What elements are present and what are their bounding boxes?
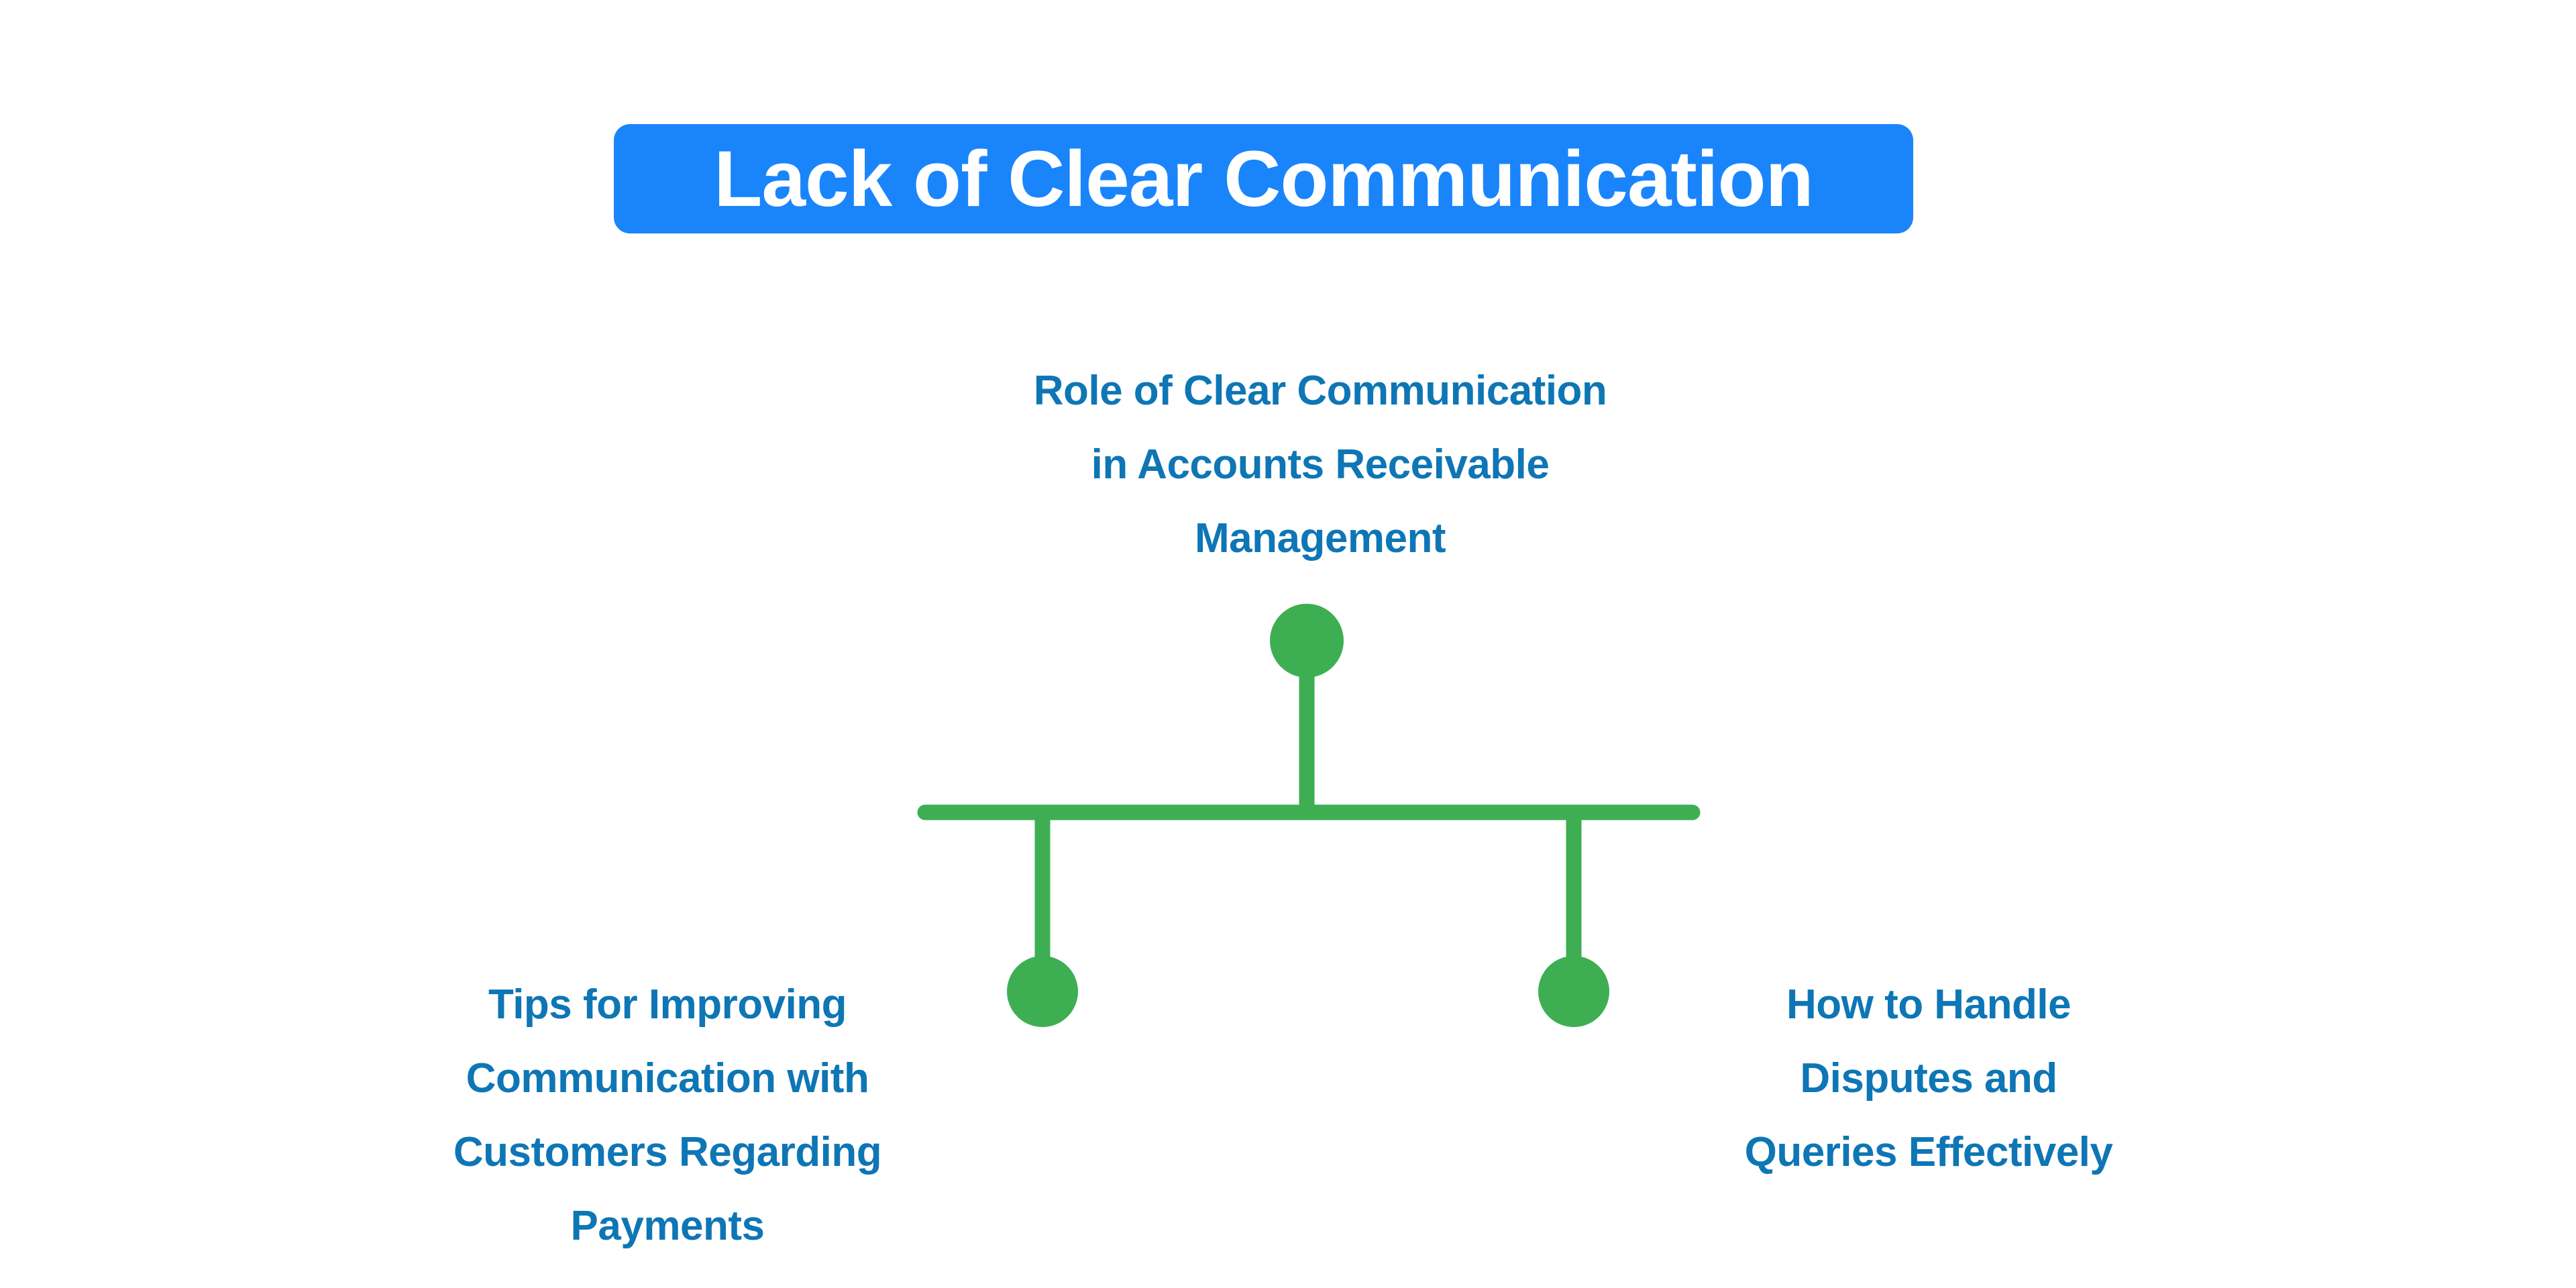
node-label-bottom-left: Tips for Improving Communication with Cu… — [131, 968, 1204, 1263]
node-label-bottom-left-line-1: Tips for Improving — [488, 981, 847, 1028]
node-label-bottom-right-line-1: How to Handle — [1786, 981, 2072, 1028]
node-dot-top[interactable] — [1270, 604, 1344, 678]
node-label-top-line-1: Role of Clear Communication — [1033, 368, 1607, 414]
node-label-bottom-left-line-2: Communication with — [466, 1055, 869, 1102]
page-title: Lack of Clear Communication — [714, 134, 1813, 223]
page-title-banner: Lack of Clear Communication — [614, 124, 1913, 233]
node-label-bottom-right-line-3: Queries Effectively — [1744, 1129, 2113, 1175]
node-label-bottom-right-line-2: Disputes and — [1800, 1055, 2057, 1102]
node-label-top-line-2: in Accounts Receivable — [1091, 441, 1550, 488]
node-label-bottom-left-line-4: Payments — [570, 1203, 765, 1249]
node-label-bottom-right: How to Handle Disputes and Queries Effec… — [1392, 968, 2465, 1189]
node-label-bottom-left-line-3: Customers Regarding — [453, 1129, 882, 1175]
node-label-top-line-3: Management — [1195, 515, 1446, 561]
node-label-top: Role of Clear Communication in Accounts … — [784, 354, 1857, 576]
